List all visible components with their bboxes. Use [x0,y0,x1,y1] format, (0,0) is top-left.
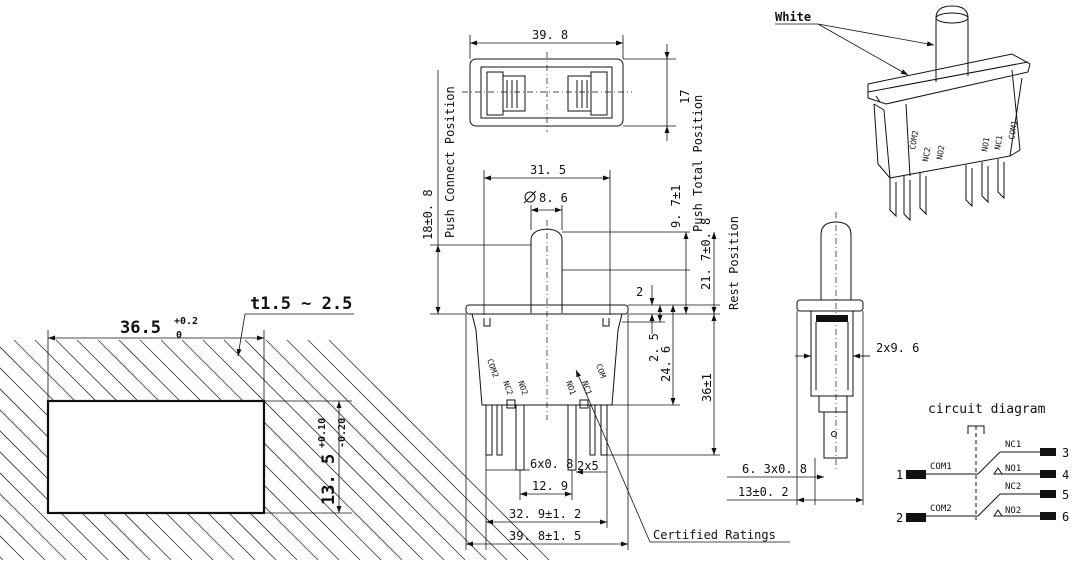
side-terminal-label: 6. 3x0. 8 [742,462,807,476]
isometric-view: White COM2 NC2 NO2 NO1 NC1 COM1 [775,5,1031,222]
plunger [530,228,563,313]
push-total-dim: 9. 7±1 [669,185,683,228]
nc2-label: NC2 [1005,482,1021,492]
pitch-label: 2x5 [577,459,599,473]
circuit-title: circuit diagram [928,402,1046,417]
pin-6-label: 6 [1062,510,1069,524]
pin-1-label: 1 [896,468,903,482]
no2-label: NO2 [1005,506,1021,516]
pin-5-label: 5 [1062,488,1069,502]
com2-label: COM2 [930,504,952,514]
dim-36-label: 36±1 [700,373,714,402]
dim-32-9-label: 32. 9±1. 2 [509,507,581,521]
cutout-rectangle [46,399,266,515]
cutout-height-tol-lower: -0.20 [337,418,348,448]
cutout-height-label: 13. 5 [319,454,339,505]
cutout-width-label: 36.5 [120,318,161,338]
mark-no1: NO1 [564,380,577,397]
side-13-label: 13±0. 2 [738,485,789,499]
top-view: 39. 8 17 [462,28,692,141]
iso-mark-no1: NO1 [980,136,991,152]
dim-2-label: 2 [636,285,643,299]
rest-dim: 21. 7±0. 8 [699,218,713,290]
certified-ratings-label: Certified Ratings [653,528,776,542]
iso-mark-nc1: NC1 [993,134,1004,150]
plunger-diameter-label: 8. 6 [539,191,568,205]
panel-thickness-label: t1.5 ~ 2.5 [250,294,352,314]
iso-mark-nc2: NC2 [921,146,932,162]
dim-12-9-label: 12. 9 [532,479,568,493]
pin-4-label: 4 [1062,468,1069,482]
com1-label: COM1 [930,462,952,472]
cutout-width-tol-upper: +0.2 [174,316,198,327]
front-view: COM2 NC2 NO2 NO1 NC1 COM 31. 5 8. 6 18±0… [421,70,790,550]
white-label: White [775,10,811,24]
side-view: 2x9. 6 6. 3x0. 8 13±0. 2 [727,212,919,505]
front-body-width-label: 31. 5 [530,163,566,177]
panel-hatching [0,339,550,561]
iso-mark-com2: COM2 [908,130,920,151]
mark-com2: COM2 [485,358,500,379]
top-depth-label: 17 [678,90,692,104]
pin-3-label: 3 [1062,446,1069,460]
no1-label: NO1 [1005,464,1021,474]
circuit-diagram: circuit diagram 1 COM1 NC1 3 NO1 4 2 COM… [896,402,1069,525]
iso-mark-no2: NO2 [935,144,946,160]
mark-nc2: NC2 [501,380,514,397]
cutout-width-tol-lower: 0 [176,330,182,341]
dim-2-5-label: 2. 5 [647,333,661,362]
push-connect-dim: 18±0. 8 [421,189,435,240]
cutout-height-tol-upper: +0.10 [317,418,328,448]
top-width-label: 39. 8 [532,28,568,42]
dim-24-6-label: 24. 6 [659,346,673,382]
push-connect-label: Push Connect Position [443,86,457,238]
nc1-label: NC1 [1005,440,1021,450]
pin-2-label: 2 [896,511,903,525]
push-total-label: Push Total Position [691,95,705,232]
dim-39-8-label: 39. 8±1. 5 [509,529,581,543]
side-width-label: 2x9. 6 [876,341,919,355]
rest-label: Rest Position [727,216,741,310]
panel-cutout-view: 36.5 +0.2 0 t1.5 ~ 2.5 13. 5 +0.10 -0.20 [0,294,550,561]
mark-no2: NO2 [516,380,529,397]
mark-com: COM [594,363,607,380]
mark-nc1: NC1 [580,380,593,397]
terminal-size-label: 6x0. 8 [530,457,573,471]
iso-mark-com1: COM1 [1007,120,1019,141]
